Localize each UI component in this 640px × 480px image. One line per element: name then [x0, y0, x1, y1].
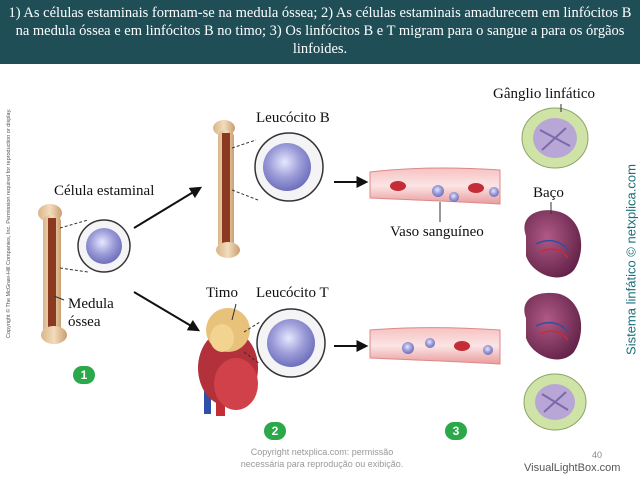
bone-1 — [38, 204, 67, 344]
vessel-bottom — [369, 327, 501, 365]
label-baco: Baço — [533, 185, 564, 201]
label-leucocito-t: Leucócito T — [256, 285, 329, 301]
label-leucocito-b: Leucócito B — [256, 110, 330, 126]
footer-copyright-line1: Copyright netxplica.com: permissão — [250, 447, 394, 457]
footer-copyright: Copyright netxplica.com: permissão neces… — [222, 446, 422, 470]
caption-text: 1) As células estaminais formam-se na me… — [8, 5, 632, 57]
bone-2 — [213, 120, 240, 258]
step-badge-3: 3 — [445, 422, 467, 440]
watermark: VisualLightBox.com — [524, 462, 621, 474]
vertical-copyright: Copyright © The McGraw-Hill Companies, I… — [6, 108, 12, 338]
vessel-top — [369, 167, 501, 205]
label-celula-estaminal: Célula estaminal — [54, 183, 155, 199]
label-timo: Timo — [206, 285, 238, 301]
label-medula-line2: óssea — [68, 314, 101, 330]
arrow-to-leucocito-b — [133, 186, 203, 229]
label-ganglio-linfatico: Gânglio linfático — [493, 86, 596, 102]
arrow-to-timo — [133, 291, 201, 332]
stem-cell — [86, 228, 122, 264]
leucocito-b-cell — [263, 143, 311, 191]
label-medula-line1: Medula — [68, 296, 114, 312]
label-vaso-sanguineo: Vaso sanguíneo — [390, 224, 484, 240]
footer-copyright-line2: necessária para reprodução ou exibição. — [240, 459, 404, 469]
heart-thymus — [198, 308, 258, 416]
lymph-node-top — [521, 107, 589, 169]
spleen-top — [524, 210, 582, 278]
side-credit: Sistema linfático © netxplica.com — [623, 164, 639, 355]
lymph-node-bottom — [523, 373, 587, 431]
step-badge-1: 1 — [73, 366, 95, 384]
caption-banner: 1) As células estaminais formam-se na me… — [0, 0, 640, 64]
step-badge-2: 2 — [264, 422, 286, 440]
page-number: 40 — [592, 450, 603, 460]
leucocito-t-cell — [267, 319, 315, 367]
spleen-bottom — [524, 292, 582, 360]
